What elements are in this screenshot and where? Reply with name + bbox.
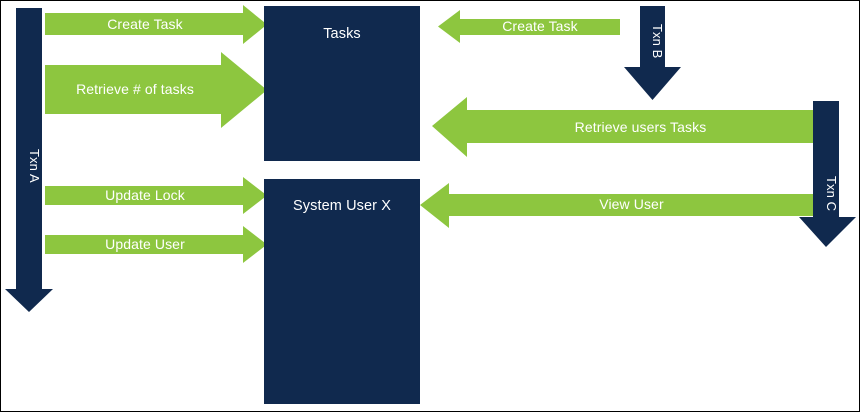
arrow-txn-a <box>5 8 53 312</box>
arrow-op-update-lock <box>45 177 267 214</box>
arrow-txn-b <box>624 6 681 100</box>
node-system-user-x-box <box>264 179 420 404</box>
arrow-op-view-user <box>420 183 814 228</box>
arrow-op-create-task-right <box>438 10 620 43</box>
arrow-op-update-user <box>45 226 267 263</box>
arrow-op-retrieve-num-tasks <box>45 52 267 128</box>
arrow-txn-c <box>799 101 856 247</box>
arrow-op-retrieve-users-tasks <box>432 97 814 157</box>
node-tasks-box <box>264 6 420 161</box>
arrow-op-create-task-left <box>45 5 267 44</box>
